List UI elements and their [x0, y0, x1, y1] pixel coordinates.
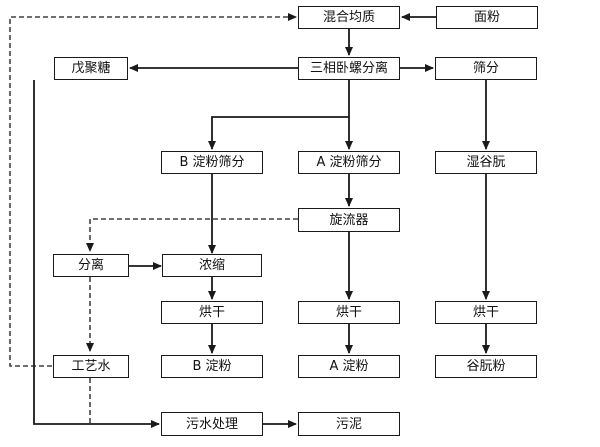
node-wet-gluten: 湿谷朊 — [435, 151, 537, 174]
node-sludge: 污泥 — [298, 412, 400, 436]
node-b-starch: B 淀粉 — [161, 355, 263, 378]
node-dry-b: 烘干 — [161, 301, 263, 324]
node-sieve: 筛分 — [435, 57, 537, 80]
node-concentrate: 浓缩 — [162, 254, 262, 277]
node-mix-homogenize: 混合均质 — [298, 6, 400, 29]
node-three-phase-decanter: 三相卧螺分离 — [298, 57, 400, 80]
node-label: A 淀粉筛分 — [316, 155, 382, 170]
node-cyclone: 旋流器 — [298, 208, 400, 232]
node-label: 烘干 — [335, 305, 362, 320]
node-label: 工艺水 — [71, 359, 111, 374]
node-label: 面粉 — [473, 10, 500, 25]
node-label: 戊聚糖 — [71, 61, 111, 76]
node-a-starch: A 淀粉 — [298, 355, 400, 378]
node-label: 烘干 — [472, 305, 499, 320]
node-label: 污水处理 — [185, 416, 238, 432]
node-label: 筛分 — [472, 61, 499, 76]
dashed-process-water-to-mix — [9, 13, 297, 367]
node-label: 污泥 — [335, 416, 362, 432]
node-b-starch-sieve: B 淀粉筛分 — [161, 151, 263, 174]
node-label: B 淀粉 — [192, 359, 232, 374]
node-separation: 分离 — [53, 254, 129, 277]
arrow-decanter-to-b-sieve — [208, 80, 350, 150]
node-label: 分离 — [77, 258, 104, 273]
node-process-water: 工艺水 — [53, 355, 129, 378]
node-label: 湿谷朊 — [466, 155, 506, 170]
node-label: 烘干 — [198, 305, 225, 320]
node-label: 谷朊粉 — [466, 359, 506, 374]
node-label: 旋流器 — [329, 212, 369, 228]
arrow-pentosan-to-wastewater — [33, 80, 160, 428]
node-pentosan: 戊聚糖 — [54, 57, 128, 80]
node-wastewater-treatment: 污水处理 — [161, 412, 263, 436]
node-dry-a: 烘干 — [298, 301, 400, 324]
node-label: B 淀粉筛分 — [179, 155, 245, 170]
node-dry-gluten: 烘干 — [435, 301, 537, 324]
node-label: A 淀粉 — [329, 359, 369, 374]
node-flour: 面粉 — [436, 6, 538, 29]
node-gluten-powder: 谷朊粉 — [435, 355, 537, 378]
dashed-cyclone-to-separate — [86, 218, 298, 252]
node-label: 三相卧螺分离 — [309, 61, 388, 76]
node-label: 混合均质 — [322, 10, 375, 25]
node-a-starch-sieve: A 淀粉筛分 — [298, 151, 400, 174]
node-label: 浓缩 — [198, 258, 225, 273]
